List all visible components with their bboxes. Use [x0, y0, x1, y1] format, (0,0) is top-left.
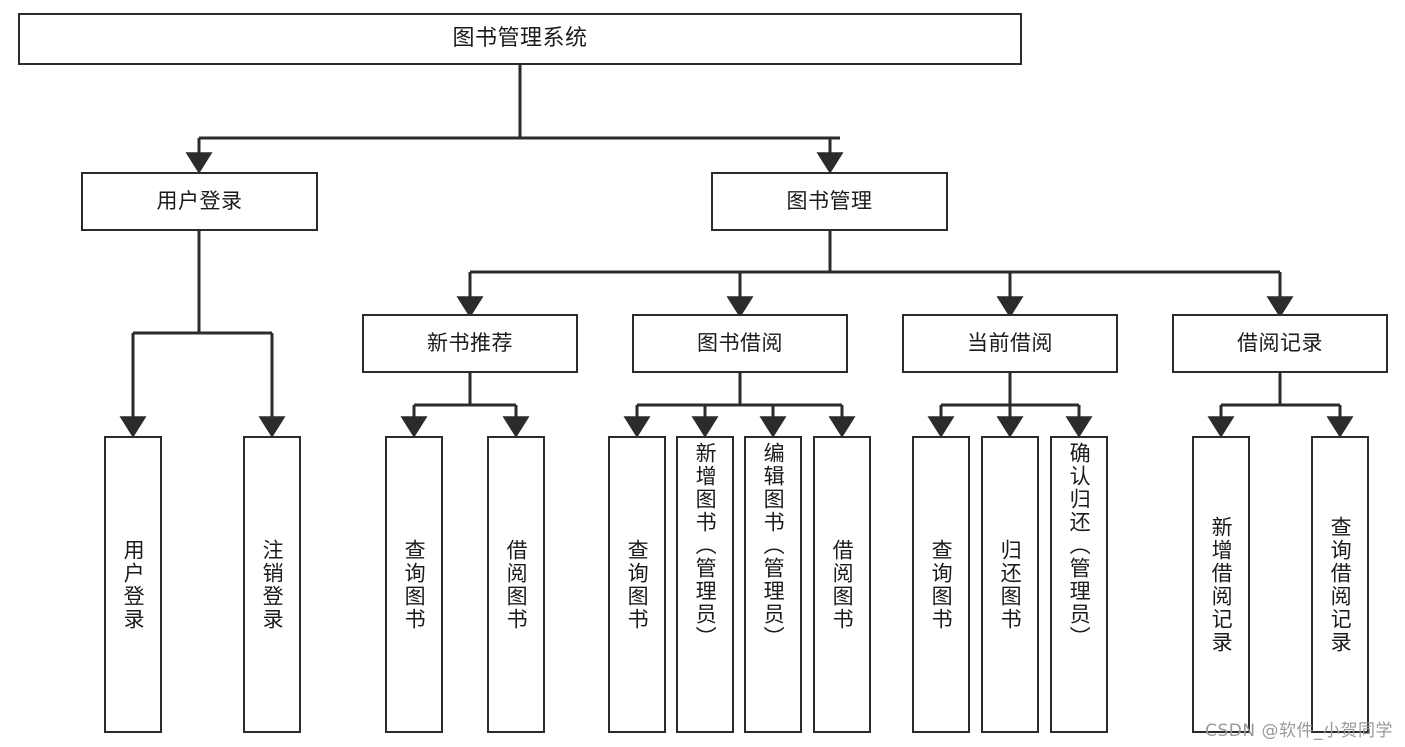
leaf-borrow-book-recommend[interactable]: 借阅图书: [487, 436, 545, 733]
node-label: 查询图书: [929, 538, 954, 631]
leaf-user-login[interactable]: 用户登录: [104, 436, 162, 733]
node-label: 新书推荐: [427, 330, 513, 355]
node-label: 用户登录: [156, 188, 243, 213]
leaf-borrow-book[interactable]: 借阅图书: [813, 436, 871, 733]
node-book-management[interactable]: 图书管理: [711, 172, 948, 231]
edge-current-borrow-to-leaves: [927, 373, 1093, 438]
leaf-query-borrow-record[interactable]: 查询借阅记录: [1311, 436, 1369, 733]
node-root-system[interactable]: 图书管理系统: [18, 13, 1022, 65]
node-label: 借阅图书: [504, 538, 529, 631]
edge-root-to-level1: [185, 65, 844, 174]
node-label: 用户登录: [121, 538, 146, 631]
node-label: 图书借阅: [697, 330, 783, 355]
leaf-return-book[interactable]: 归还图书: [981, 436, 1039, 733]
leaf-logout[interactable]: 注销登录: [243, 436, 301, 733]
node-label: 借阅记录: [1237, 330, 1323, 355]
node-label: 新增图书（管理员）: [693, 442, 718, 649]
leaf-query-book-current[interactable]: 查询图书: [912, 436, 970, 733]
node-user-login[interactable]: 用户登录: [81, 172, 318, 231]
leaf-edit-book-admin[interactable]: 编辑图书（管理员）: [744, 436, 802, 733]
node-label: 注销登录: [260, 538, 285, 631]
edge-borrow-record-to-leaves: [1207, 373, 1354, 438]
csdn-watermark: CSDN @软件_小贺同学: [1205, 721, 1393, 741]
edge-book-manage-to-level2: [456, 231, 1294, 318]
leaf-query-book-borrow[interactable]: 查询图书: [608, 436, 666, 733]
node-borrow-record[interactable]: 借阅记录: [1172, 314, 1388, 373]
node-label: 确认归还（管理员）: [1067, 442, 1092, 649]
node-label: 新增借阅记录: [1209, 515, 1234, 654]
node-label: 查询图书: [402, 538, 427, 631]
node-label: 图书管理系统: [452, 25, 588, 51]
node-label: 查询图书: [625, 538, 650, 631]
node-label: 查询借阅记录: [1328, 515, 1353, 654]
edge-new-book-to-leaves: [400, 373, 530, 438]
edge-user-login-to-leaves: [119, 231, 286, 438]
node-label: 归还图书: [998, 538, 1023, 631]
node-label: 图书管理: [786, 188, 873, 213]
node-label: 编辑图书（管理员）: [761, 442, 786, 649]
leaf-add-book-admin[interactable]: 新增图书（管理员）: [676, 436, 734, 733]
leaf-add-borrow-record[interactable]: 新增借阅记录: [1192, 436, 1250, 733]
leaf-query-book-recommend[interactable]: 查询图书: [385, 436, 443, 733]
node-new-book-recommend[interactable]: 新书推荐: [362, 314, 578, 373]
leaf-confirm-return-admin[interactable]: 确认归还（管理员）: [1050, 436, 1108, 733]
node-current-borrow[interactable]: 当前借阅: [902, 314, 1118, 373]
node-book-borrow[interactable]: 图书借阅: [632, 314, 848, 373]
edge-book-borrow-to-leaves: [623, 373, 856, 438]
node-label: 当前借阅: [967, 330, 1053, 355]
node-label: 借阅图书: [830, 538, 855, 631]
